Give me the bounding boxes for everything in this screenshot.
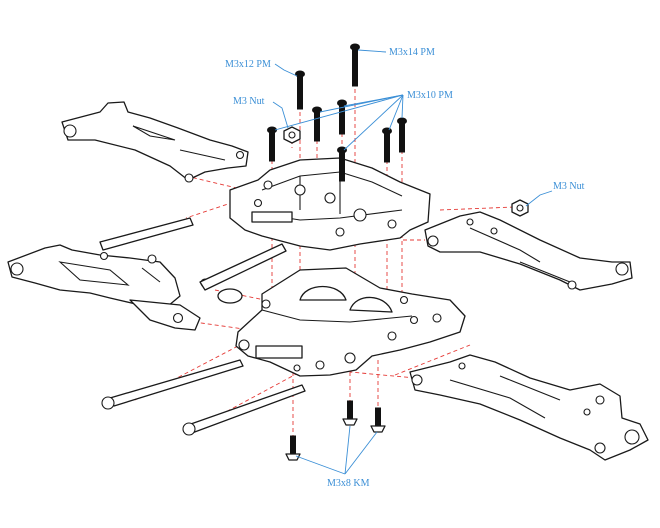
hinge-pins <box>99 217 306 436</box>
label-m3x14: M3x14 PM <box>389 47 435 58</box>
screws-top <box>267 43 407 182</box>
m3x10-screw-1 <box>312 106 322 142</box>
m3x8-screw-3 <box>370 407 386 433</box>
m3x10-screw-6 <box>397 117 407 153</box>
m3-nut-left <box>283 126 301 144</box>
right-upper-arm <box>424 211 633 291</box>
m3-nut-right <box>511 199 529 217</box>
upper-left-arm <box>61 101 249 183</box>
middle-left-arm <box>7 244 210 331</box>
m3x10-screw-4 <box>337 146 347 182</box>
m3x10-screw-3 <box>267 126 277 162</box>
label-m3x8: M3x8 KM <box>327 478 370 489</box>
m3x12-screw <box>295 70 305 110</box>
screws-bottom <box>285 400 386 461</box>
leader-lines <box>272 49 553 475</box>
label-m3x12: M3x12 PM <box>225 59 271 70</box>
part-labels: M3x14 PM M3x12 PM M3 Nut M3x10 PM M3 Nut… <box>225 47 585 489</box>
label-m3-nut-left: M3 Nut <box>233 96 265 107</box>
label-m3x10: M3x10 PM <box>407 90 453 101</box>
m3x8-screw-2 <box>342 400 358 426</box>
upper-gearbox-housing <box>229 157 431 251</box>
m3x10-screw-5 <box>382 127 392 163</box>
lower-gearbox-housing <box>235 267 466 377</box>
right-lower-arm <box>409 354 649 461</box>
m3x14-screw <box>350 43 360 87</box>
m3x10-screw-2 <box>337 99 347 135</box>
m3x8-screw-1 <box>285 435 301 461</box>
label-m3-nut-right: M3 Nut <box>553 181 585 192</box>
